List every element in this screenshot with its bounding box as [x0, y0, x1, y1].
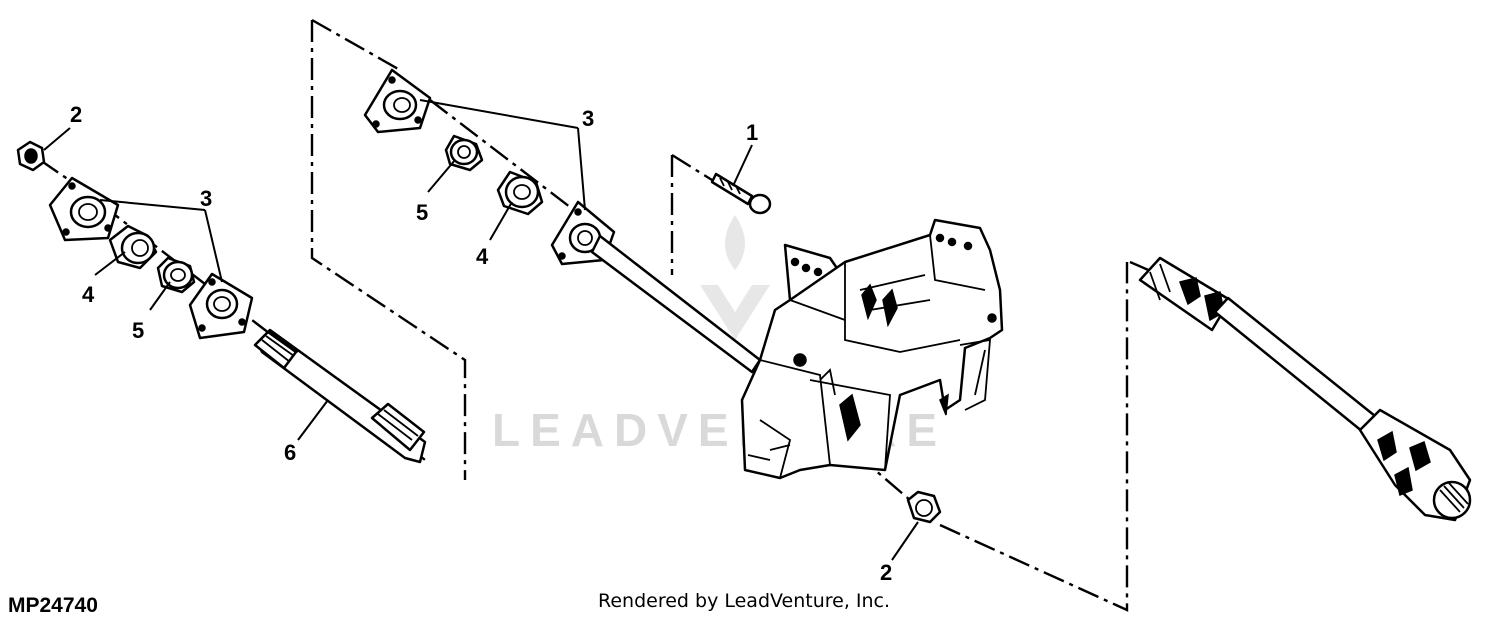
driveshaft-assembly: [1138, 256, 1472, 522]
flange-bearing-left-inner: [188, 272, 254, 340]
flange-bearing-left-outer: [48, 176, 120, 242]
bearing-top: [496, 170, 544, 216]
flange-bearing-top-outer: [363, 68, 432, 134]
render-credit: Rendered by LeadVenture, Inc.: [598, 590, 891, 612]
flange-bearing-top-inner: [550, 200, 762, 374]
callouts: 2 3 4 5 6 3 5 4 1 2: [70, 102, 892, 585]
callout-2-left: 2: [70, 102, 82, 127]
callout-4-left: 4: [82, 282, 95, 307]
mounting-frame: [740, 218, 1004, 480]
leader-lines: [43, 99, 919, 561]
callout-4-top: 4: [476, 244, 489, 269]
callout-1: 1: [746, 120, 758, 145]
hex-nut-left: [16, 140, 46, 172]
splined-shaft: [253, 328, 427, 464]
callout-5-top: 5: [416, 200, 428, 225]
bearing-left: [108, 224, 158, 270]
carriage-bolt: [710, 172, 772, 215]
figure-id: MP24740: [8, 594, 98, 617]
callout-3-left: 3: [200, 186, 212, 211]
callout-3-top: 3: [582, 106, 594, 131]
callout-6: 6: [284, 440, 296, 465]
callout-5-left: 5: [132, 318, 144, 343]
bushing-left: [156, 256, 196, 294]
hex-nut-bottom: [906, 490, 942, 524]
callout-2-bottom: 2: [880, 560, 892, 585]
watermark-logo: [700, 215, 770, 340]
